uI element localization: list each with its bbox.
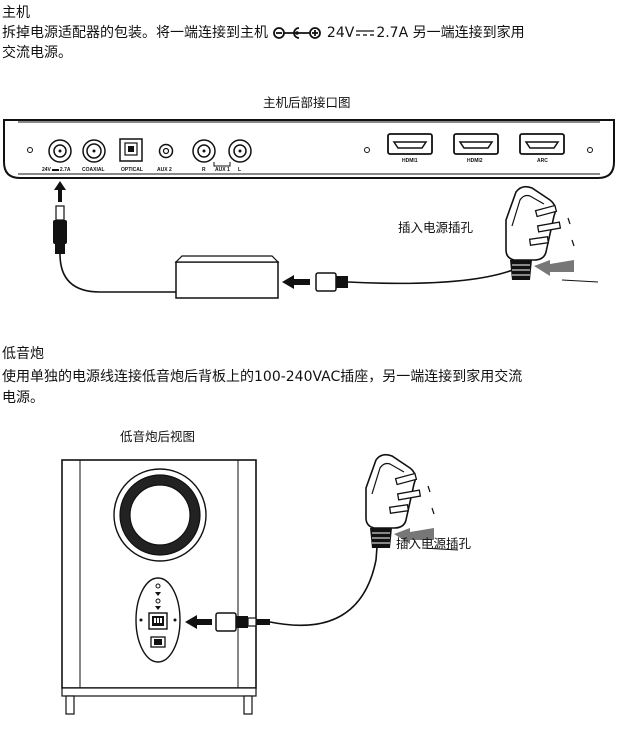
hdmi1-label: HDMI1 <box>402 158 418 164</box>
dc-symbol-icon <box>356 30 375 36</box>
sub-instruction-line2: 电源。 <box>2 390 44 406</box>
aux2-label: AUX 2 <box>157 167 172 173</box>
arc-port <box>519 133 565 155</box>
optical-label: OPTICAL <box>121 167 143 173</box>
sub-diagram-caption: 低音炮后视图 <box>120 429 196 444</box>
hdmi1-port <box>387 133 433 155</box>
r-label: R <box>202 167 206 173</box>
main-outlet-label: 插入电源插孔 <box>398 220 474 235</box>
main-diagram-caption: 主机后部接口图 <box>263 95 351 110</box>
arc-label: ARC <box>537 158 548 164</box>
section-title-main: 主机 <box>2 5 30 21</box>
aux2-port <box>158 143 174 159</box>
aux1-l-port <box>228 139 252 163</box>
dc-polarity-icon <box>273 27 322 39</box>
aux1-r-port <box>192 139 216 163</box>
aux1-label: AUX 1 <box>215 167 230 173</box>
main-instruction-tail: 2.7A 另一端连接到家用 <box>376 25 525 41</box>
coaxial-label: COAXIAL <box>82 167 105 173</box>
voltage-value: 24V <box>326 25 355 41</box>
section-title-subwoofer: 低音炮 <box>2 346 44 362</box>
power-adapter-icon <box>174 255 280 299</box>
iec-plug-icon <box>215 612 270 632</box>
main-instruction-line2: 交流电源。 <box>2 45 72 61</box>
sub-instruction-line1: 使用单独的电源线连接低音炮后背板上的100-240VAC插座，另一端连接到家用交… <box>2 369 523 385</box>
wall-plug-icon <box>365 453 459 551</box>
main-unit-rear-diagram <box>3 119 615 299</box>
arrow-left-icon <box>185 615 212 629</box>
coaxial-port <box>82 139 106 163</box>
subwoofer-rear-diagram <box>61 453 459 715</box>
main-instruction-line1: 拆掉电源适配器的包装。将一端连接到主机 24V 2.7A 另一端连接到家用 <box>2 23 525 43</box>
arrow-left-icon <box>282 275 310 289</box>
hdmi2-port <box>453 133 499 155</box>
ac-inlet-port <box>148 612 168 630</box>
power-switch <box>150 636 166 648</box>
optical-port <box>119 138 143 162</box>
wall-plug-icon <box>505 185 599 283</box>
dc-plug-icon <box>53 181 67 254</box>
l-label: L <box>238 167 242 173</box>
dc-input-port <box>48 139 72 163</box>
sub-outlet-label: 插入电源插孔 <box>396 536 472 551</box>
woofer-port-icon <box>113 468 207 562</box>
iec-plug-icon <box>315 272 348 292</box>
main-instruction-text: 拆掉电源适配器的包装。将一端连接到主机 <box>2 25 268 41</box>
hdmi2-label: HDMI2 <box>467 158 483 164</box>
